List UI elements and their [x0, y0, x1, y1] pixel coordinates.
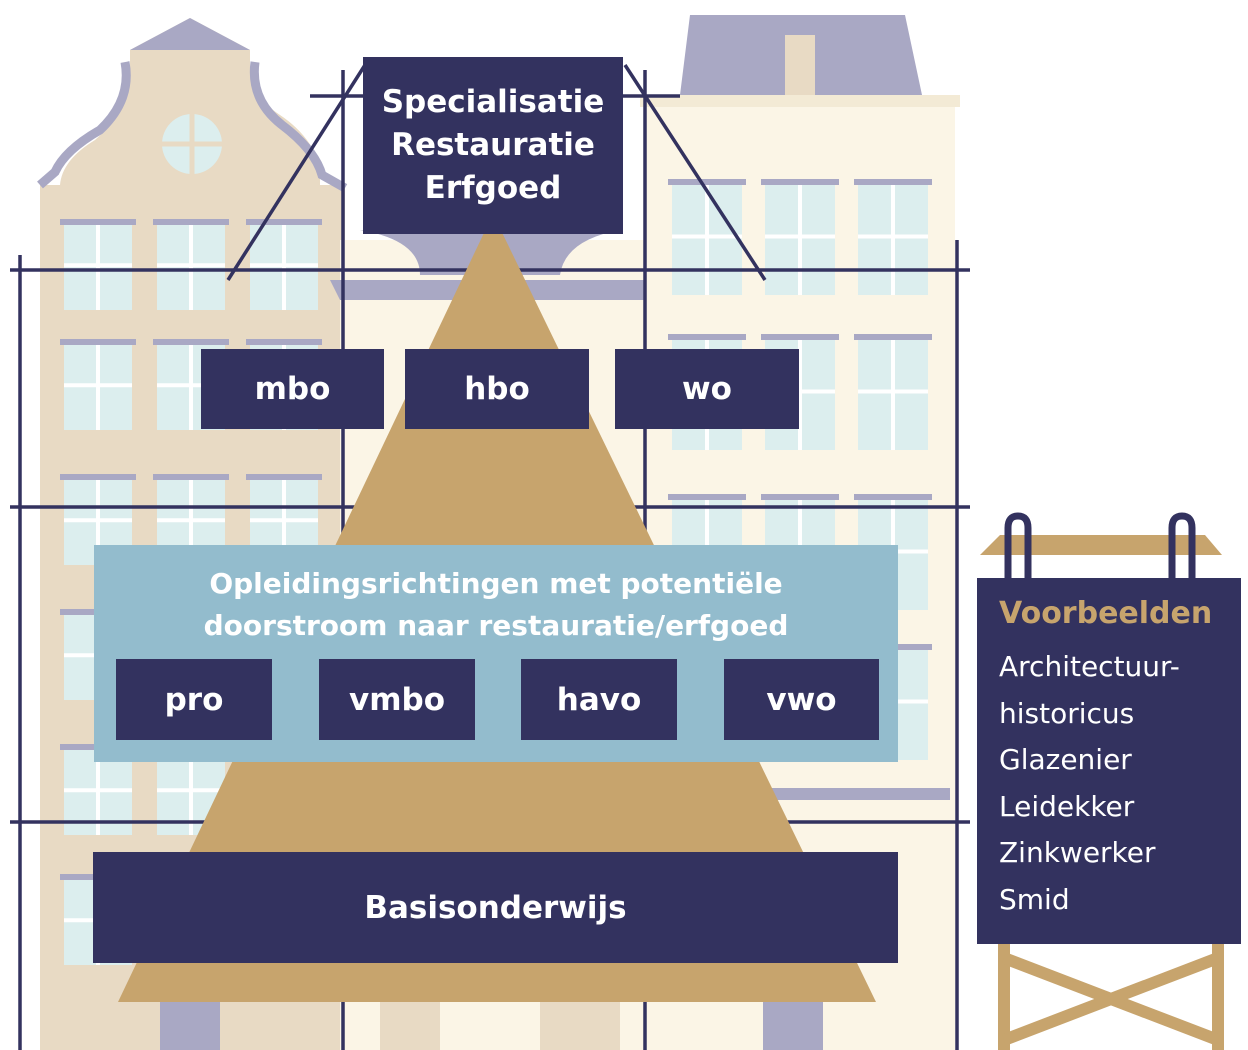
window-bar [189, 225, 193, 310]
example-item: Leidekker [999, 789, 1135, 823]
example-item: Architectuur- [999, 650, 1180, 683]
window-bar [798, 340, 802, 450]
window-bar [282, 225, 286, 310]
window-lintel [761, 334, 839, 340]
specialization-line: Specialisatie [381, 84, 605, 120]
base-education-box: Basisonderwijs [93, 852, 898, 963]
level-box-vwo: vwo [724, 659, 879, 740]
window-lintel [246, 474, 322, 480]
window-lintel [60, 474, 136, 480]
window-bar [189, 345, 193, 430]
level-box-vmbo: vmbo [319, 659, 475, 740]
window-lintel [60, 219, 136, 225]
window-lintel [668, 179, 746, 185]
examples-heading: Voorbeelden [999, 596, 1213, 631]
window-bar [64, 788, 132, 793]
window-bar [157, 263, 225, 268]
example-item: historicus [999, 696, 1135, 730]
level-box-wo: wo [615, 349, 799, 429]
window-bar [798, 185, 802, 295]
window-bar [96, 225, 100, 310]
level-box-mbo: mbo [201, 349, 384, 429]
window-bar [157, 383, 225, 388]
specialization-line: Restauratie [391, 127, 595, 163]
window-bar [250, 518, 318, 523]
window-bar [765, 234, 835, 239]
window-bar [64, 518, 132, 523]
window-lintel [854, 179, 932, 185]
window-lintel [153, 474, 229, 480]
window-lintel [153, 219, 229, 225]
example-item: Smid [999, 882, 1070, 916]
window-lintel [668, 334, 746, 340]
examples-sign: Voorbeelden Architectuur- historicus Gla… [977, 578, 1241, 944]
window-lintel [153, 339, 229, 345]
level-box-hbo: hbo [405, 349, 589, 429]
specialization-box: Specialisatie Restauratie Erfgoed [363, 57, 623, 234]
level-box-pro: pro [116, 659, 272, 740]
window-bar [157, 788, 225, 793]
pathways-title-line: doorstroom naar restauratie/erfgoed [203, 609, 789, 642]
examples-list: Architectuur- historicus Glazenier Leide… [999, 644, 1180, 923]
window-bar [250, 263, 318, 268]
window-bar [189, 480, 193, 565]
window-lintel [246, 219, 322, 225]
pathways-title: Opleidingsrichtingen met potentiële door… [94, 563, 898, 647]
specialization-line: Erfgoed [424, 170, 562, 206]
window-bar [891, 340, 895, 450]
pathways-title-line: Opleidingsrichtingen met potentiële [209, 567, 783, 600]
example-item: Zinkwerker [999, 836, 1156, 869]
example-item: Glazenier [999, 743, 1132, 776]
window-lintel [60, 339, 136, 345]
window-bar [282, 480, 286, 565]
window-lintel [761, 494, 839, 500]
window-bar [672, 234, 742, 239]
window-bar [64, 263, 132, 268]
window-bar [96, 480, 100, 565]
level-box-havo: havo [521, 659, 677, 740]
window-bar [157, 518, 225, 523]
window-bar [858, 234, 928, 239]
sign-frame [980, 512, 1224, 1050]
window-bar [96, 750, 100, 835]
window-bar [858, 389, 928, 394]
window-bar [189, 750, 193, 835]
window-lintel [761, 179, 839, 185]
window-bar [765, 389, 835, 394]
window-bar [64, 383, 132, 388]
window-lintel [854, 334, 932, 340]
window-lintel [246, 339, 322, 345]
window-bar [891, 185, 895, 295]
window-lintel [668, 494, 746, 500]
window-bar [96, 345, 100, 430]
window-lintel [854, 494, 932, 500]
window-bar [705, 185, 709, 295]
